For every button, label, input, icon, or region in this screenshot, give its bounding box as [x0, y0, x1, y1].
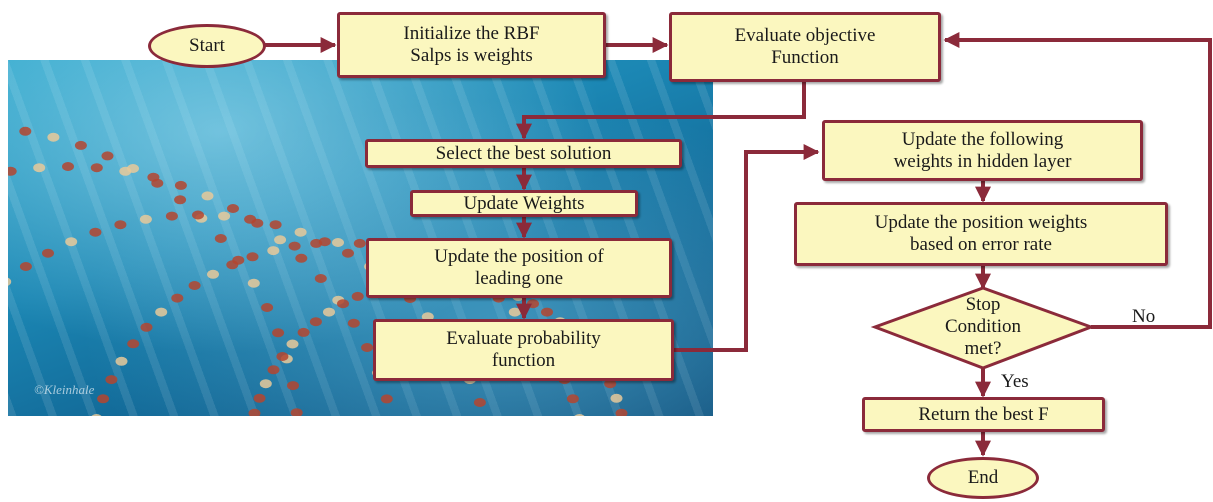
salp-dot	[227, 204, 239, 213]
salp-dot	[155, 307, 168, 317]
salp-dot	[147, 172, 160, 182]
salp-dot	[65, 237, 78, 247]
photo-watermark: ©Kleinhale	[34, 382, 95, 397]
salp-dot	[309, 317, 322, 327]
salp-dot	[353, 238, 366, 248]
salp-dot	[171, 293, 184, 303]
salp-dot	[218, 211, 231, 221]
salp-dot	[114, 220, 127, 230]
salp-dot	[226, 260, 239, 270]
salp-dot	[19, 126, 32, 136]
salp-dot	[91, 414, 102, 416]
salp-dot	[188, 281, 201, 290]
salp-dot	[473, 398, 486, 407]
salp-dot	[244, 214, 257, 224]
salp-dot	[253, 393, 266, 403]
salp-dot	[127, 339, 140, 349]
salp-dot	[380, 394, 393, 404]
salp-dot	[89, 227, 102, 237]
salp-dot	[42, 248, 54, 258]
salp-dot	[246, 252, 259, 262]
salp-dot	[610, 393, 623, 403]
salp-dot	[276, 352, 289, 361]
salp-dot	[295, 253, 308, 263]
stop-condition-label: Stop Condition met?	[944, 294, 1021, 359]
yes-label: Yes	[1001, 371, 1029, 392]
salp-dot	[269, 220, 282, 230]
evaluate-objective-step: Evaluate objective Function	[669, 12, 941, 82]
salp-dot	[574, 414, 585, 416]
salp-dot	[62, 162, 74, 171]
salp-dot	[74, 140, 87, 150]
salp-dot	[47, 132, 60, 142]
salp-dot	[290, 408, 303, 416]
salp-dot	[267, 365, 280, 375]
salp-dot	[615, 408, 628, 416]
salp-dot	[604, 379, 617, 389]
salp-dot	[97, 394, 110, 404]
salp-dot	[294, 227, 307, 237]
select-best-step: Select the best solution	[365, 139, 682, 168]
salp-dot	[286, 339, 299, 349]
salp-dot	[287, 381, 299, 391]
salp-dot	[19, 262, 32, 271]
no-label: No	[1132, 306, 1156, 327]
salp-dot	[566, 394, 579, 404]
salp-dot	[337, 299, 349, 309]
salp-dot	[248, 408, 261, 416]
salp-dot	[342, 248, 354, 258]
salp-dot	[314, 274, 327, 283]
salp-dot	[139, 214, 152, 224]
salp-dot	[527, 299, 539, 309]
salp-dot	[165, 211, 178, 221]
salp-dot	[207, 269, 219, 279]
salp-dot	[274, 235, 287, 245]
start-terminal: Start	[148, 24, 266, 68]
update-position-weights-step: Update the position weights based on err…	[794, 202, 1168, 266]
init-weights-step: Initialize the RBF Salps is weights	[337, 12, 606, 78]
arrow-no-loop	[943, 32, 1212, 329]
salp-dot	[351, 291, 364, 301]
salp-dot	[101, 151, 114, 161]
salp-dot	[8, 166, 17, 176]
return-best-step: Return the best F	[862, 397, 1105, 432]
salp-dot	[323, 307, 335, 317]
salp-dot	[297, 327, 310, 337]
salp-dot	[214, 234, 227, 243]
evaluate-probability-step: Evaluate probability function	[373, 319, 674, 381]
salp-dot	[272, 328, 285, 338]
salp-dot	[310, 238, 323, 248]
salp-dot	[201, 191, 214, 201]
salp-dot	[174, 180, 187, 190]
update-leading-position-step: Update the position of leading one	[366, 238, 672, 298]
salp-dot	[261, 303, 274, 312]
salp-dot	[119, 166, 132, 176]
salp-dot	[541, 307, 553, 317]
salp-dot	[174, 195, 187, 205]
salp-dot	[105, 375, 118, 385]
salp-dot	[115, 356, 128, 366]
update-following-step: Update the following weights in hidden l…	[822, 120, 1143, 181]
salp-dot	[508, 307, 521, 317]
salp-dot	[90, 163, 103, 173]
update-weights-step: Update Weights	[410, 190, 638, 217]
salp-dot	[332, 238, 344, 247]
end-terminal: End	[927, 457, 1039, 499]
salp-dot	[288, 241, 301, 251]
salp-dot	[8, 277, 12, 286]
salp-dot	[259, 379, 272, 389]
salp-dot	[192, 210, 204, 220]
salp-dot	[140, 322, 153, 332]
salp-dot	[247, 278, 260, 288]
salp-dot	[347, 318, 360, 328]
salp-dot	[267, 246, 280, 256]
salp-dot	[33, 163, 46, 173]
salp-dot	[361, 343, 374, 352]
